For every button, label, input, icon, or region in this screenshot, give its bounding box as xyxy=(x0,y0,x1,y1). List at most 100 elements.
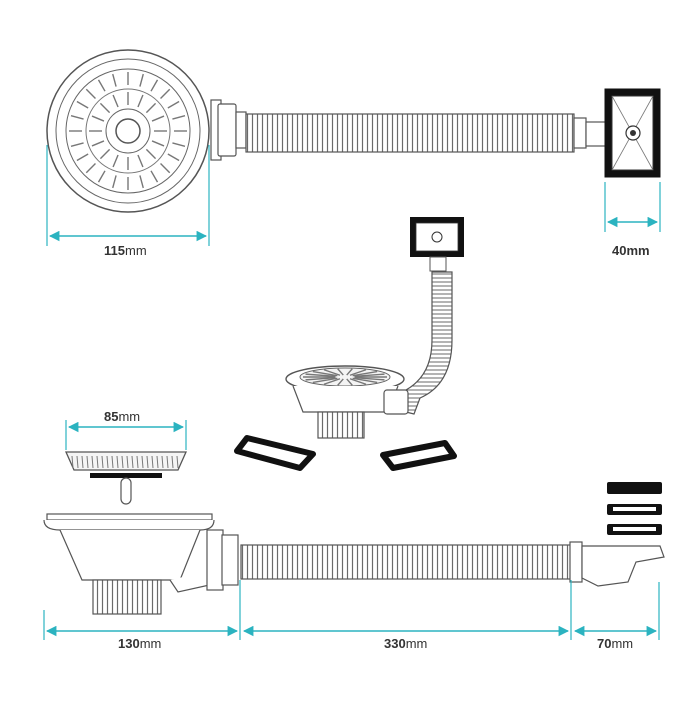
strainer-slot xyxy=(167,100,180,109)
dimension-115mm xyxy=(46,145,210,246)
strainer-slot xyxy=(112,73,117,87)
strainer-slot xyxy=(91,115,105,122)
strainer-slot xyxy=(323,369,341,376)
strainer-slot xyxy=(151,140,165,147)
strainer-slot xyxy=(85,88,96,99)
strainer-slot xyxy=(99,102,111,114)
label-130mm: 130mm xyxy=(118,636,162,651)
basket-slot xyxy=(71,455,74,469)
gasket-left xyxy=(234,435,316,471)
basket-slot xyxy=(81,455,84,469)
basket-slot xyxy=(171,455,174,469)
strainer-slot xyxy=(160,88,171,99)
strainer-slot xyxy=(346,368,353,376)
strainer-slot xyxy=(150,170,159,183)
basket-slot xyxy=(106,455,109,469)
basket-ticks xyxy=(71,455,179,469)
strainer-slot xyxy=(354,373,385,378)
bottom-hose-connector xyxy=(206,529,239,591)
dimension-70mm xyxy=(573,582,660,640)
strainer-slot xyxy=(137,94,144,108)
strainer-slot xyxy=(352,377,378,384)
label-70mm: 70mm xyxy=(597,636,634,651)
strainer-slot xyxy=(85,163,96,174)
strainer-top-view xyxy=(46,49,210,213)
strainer-slot xyxy=(97,170,106,183)
strainer-slot xyxy=(172,115,186,120)
basket-slot xyxy=(116,455,119,469)
strainer-slots-outer xyxy=(69,72,187,190)
label-40mm: 40mm xyxy=(612,243,650,258)
basket-slot xyxy=(111,455,114,469)
strainer-slot xyxy=(349,369,367,376)
strainer-slot xyxy=(70,142,84,147)
basket-slot xyxy=(126,455,129,469)
strainer-slot xyxy=(145,102,157,114)
strainer-slot xyxy=(97,79,106,92)
strainer-slot xyxy=(305,373,336,378)
strainer-slot xyxy=(167,153,180,162)
basket-slot xyxy=(166,455,169,469)
waste-body-side-view xyxy=(43,513,215,615)
bottom-overflow-outlet xyxy=(569,541,665,587)
strainer-slot xyxy=(150,79,159,92)
strainer-slot xyxy=(76,153,89,162)
basket-slot xyxy=(161,455,164,469)
gasket-strips xyxy=(607,482,662,535)
strainer-slot xyxy=(99,148,111,160)
strainer-slot xyxy=(151,115,165,122)
strainer-slot xyxy=(139,73,144,87)
assembled-strainer-slots xyxy=(303,368,387,386)
strainer-slot xyxy=(337,378,344,386)
basket-slot xyxy=(176,455,179,469)
basket-slot xyxy=(76,455,79,469)
strainer-slots-inner xyxy=(89,92,167,170)
top-overflow-outlet xyxy=(573,88,661,178)
basket-slot xyxy=(136,455,139,469)
strainer-slot xyxy=(76,100,89,109)
strainer-slot xyxy=(139,175,144,189)
label-85mm: 85mm xyxy=(104,409,141,424)
top-corrugated-hose xyxy=(245,113,575,153)
strainer-slot xyxy=(337,368,344,376)
strainer-slot xyxy=(145,148,157,160)
basket-slot xyxy=(141,455,144,469)
dimension-85mm xyxy=(65,420,187,450)
basket-slot xyxy=(86,455,89,469)
top-hose-connector xyxy=(210,99,247,161)
strainer-slot xyxy=(346,378,353,386)
assembled-waste-kit xyxy=(285,217,464,439)
strainer-slot xyxy=(160,163,171,174)
strainer-slot xyxy=(91,140,105,147)
strainer-slot xyxy=(352,370,378,377)
strainer-slot xyxy=(323,378,341,385)
dimension-130mm xyxy=(43,580,241,640)
strainer-slot xyxy=(305,376,336,381)
basket-slot xyxy=(121,455,124,469)
strainer-slot xyxy=(312,370,338,377)
basket-slot xyxy=(146,455,149,469)
basket-slot xyxy=(156,455,159,469)
basket-slot xyxy=(91,455,94,469)
gasket-right xyxy=(380,440,457,471)
basket-slot xyxy=(101,455,104,469)
strainer-slot xyxy=(70,115,84,120)
strainer-slot xyxy=(354,376,385,381)
basket-slot xyxy=(151,455,154,469)
strainer-slot xyxy=(137,154,144,168)
basket-slot xyxy=(131,455,134,469)
dimension-330mm xyxy=(242,580,572,640)
strainer-slot xyxy=(312,377,338,384)
dimension-40mm xyxy=(604,182,661,232)
basket-side-view xyxy=(64,451,188,505)
bottom-corrugated-hose xyxy=(240,544,572,580)
strainer-slot xyxy=(172,142,186,147)
label-330mm: 330mm xyxy=(384,636,428,651)
label-115mm: 115mm xyxy=(104,243,147,258)
strainer-slot xyxy=(112,94,119,108)
strainer-slot xyxy=(112,175,117,189)
strainer-slot xyxy=(349,378,367,385)
basket-slot xyxy=(96,455,99,469)
